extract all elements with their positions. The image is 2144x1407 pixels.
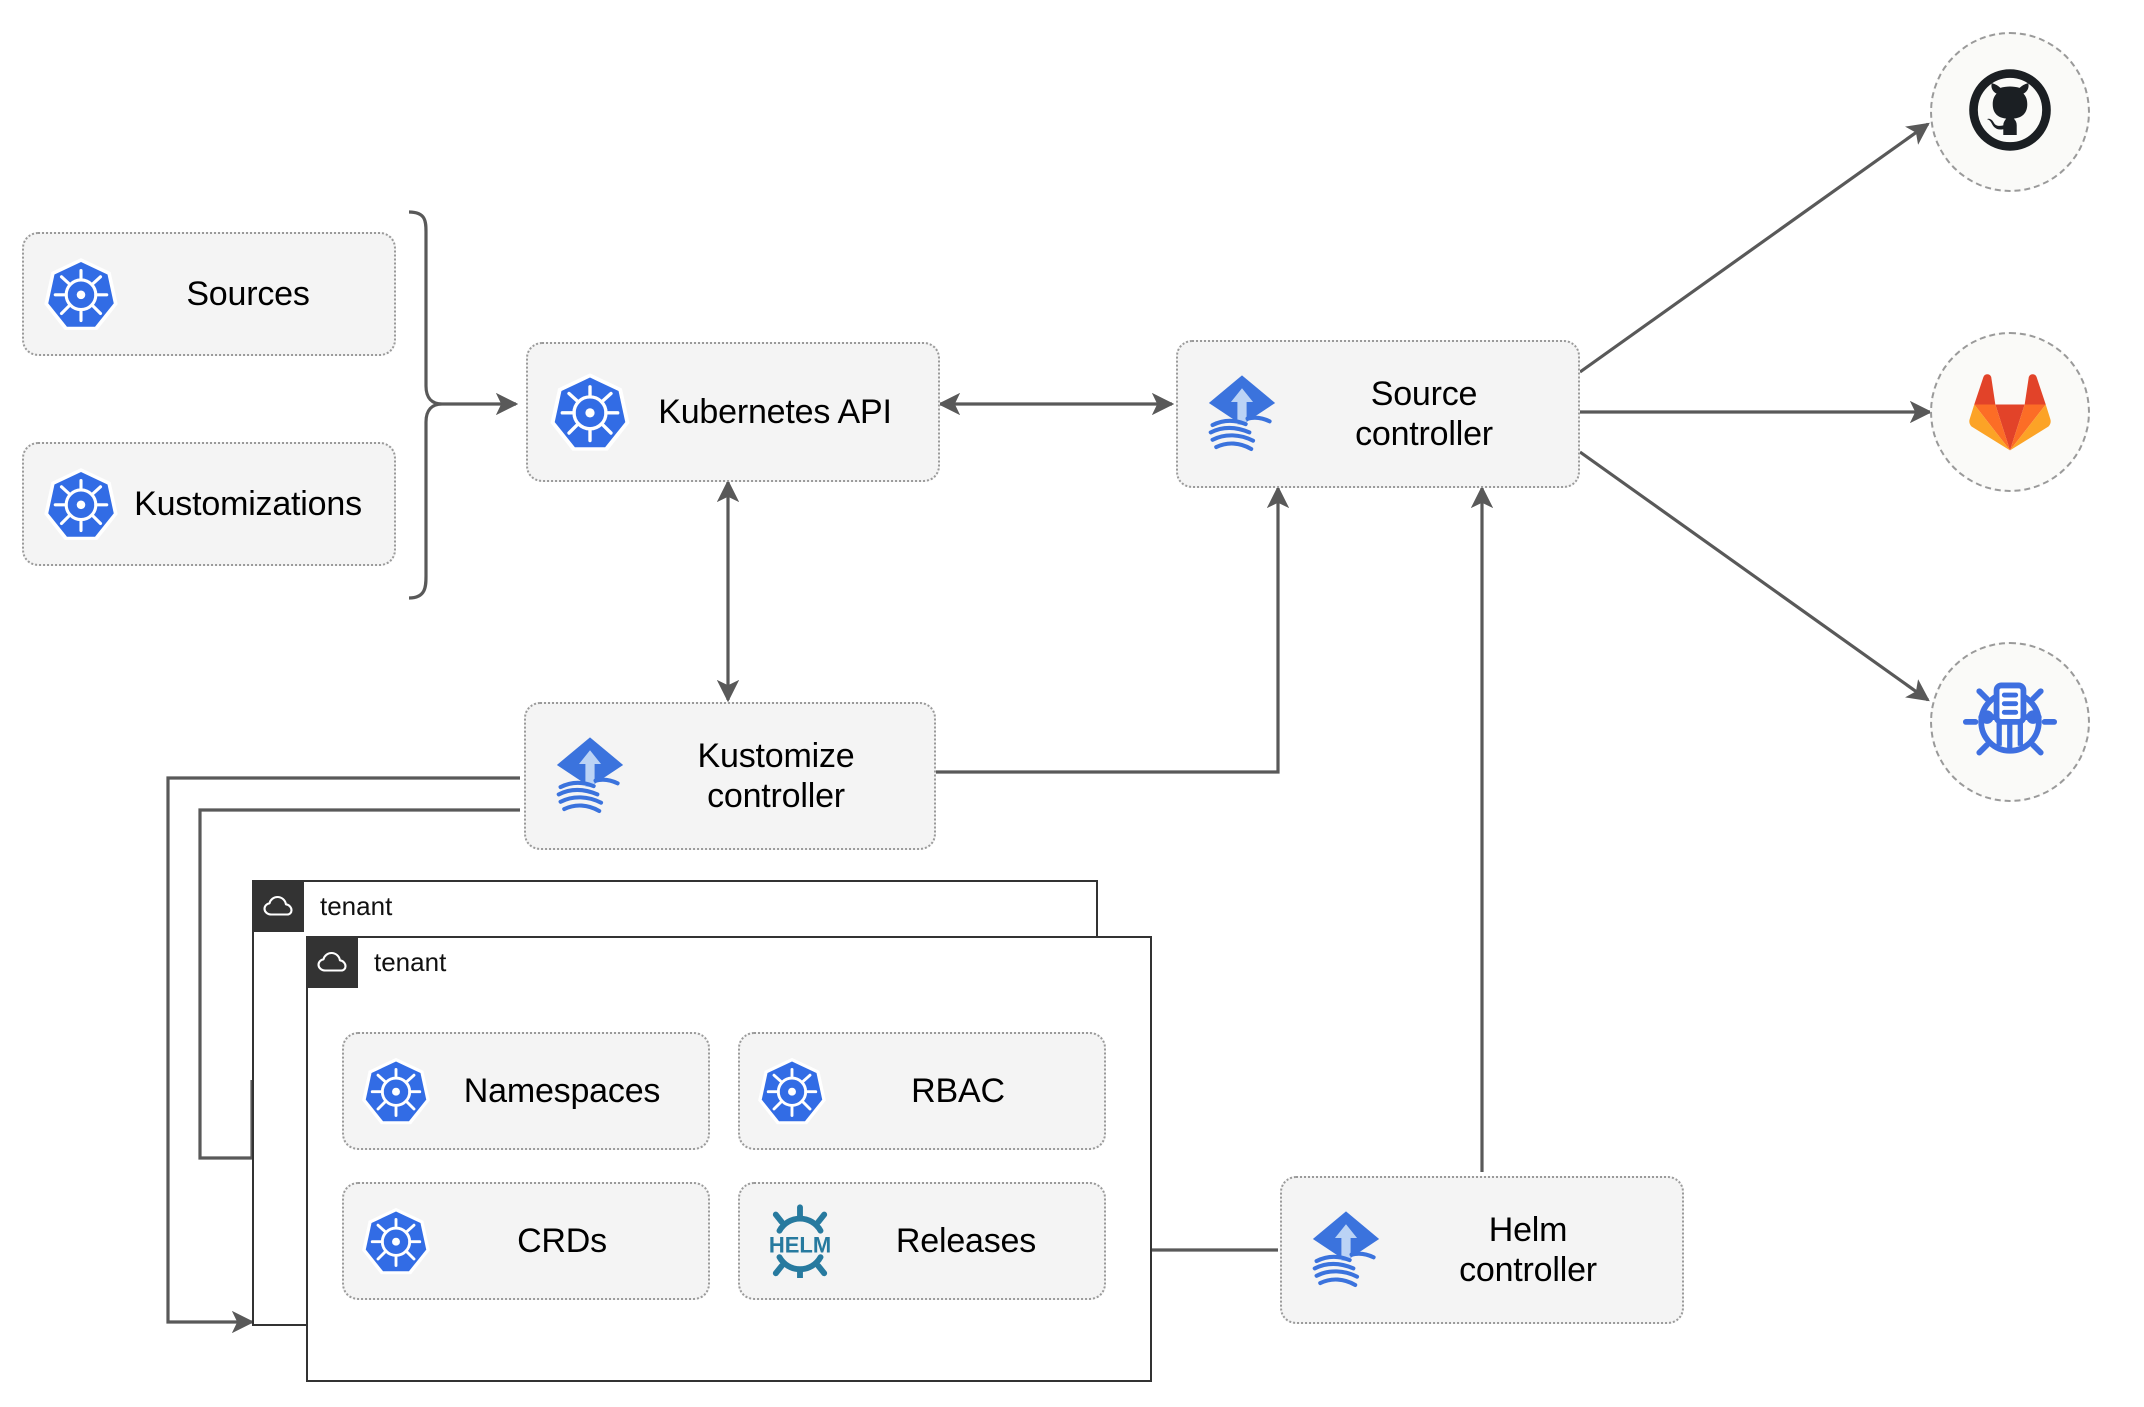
- gitlab-icon: [1964, 366, 2056, 459]
- kubernetes-icon: [360, 1205, 432, 1277]
- node-sources[interactable]: Sources: [22, 232, 396, 356]
- provider-gitlab[interactable]: [1930, 332, 2090, 492]
- helm-chart-repository-icon: [1962, 672, 2058, 773]
- node-releases-label: Releases: [895, 1221, 1037, 1260]
- edge-kustomize-controller-to-source-controller: [936, 485, 1290, 774]
- node-rbac-label: RBAC: [911, 1071, 1005, 1110]
- node-namespaces[interactable]: Namespaces: [342, 1032, 710, 1150]
- flux-icon: [1300, 1204, 1392, 1296]
- node-kustomizations-label: Kustomizations: [134, 484, 362, 523]
- helm-icon: HELM: [756, 1204, 844, 1278]
- node-helm-controller-label: Helm controller: [1459, 1210, 1597, 1289]
- github-icon: [1962, 62, 2058, 163]
- edge-source-controller-to-github: [1579, 122, 1930, 374]
- tenant-container-inner: tenant: [306, 936, 1152, 1382]
- node-releases[interactable]: HELM Releases: [738, 1182, 1106, 1300]
- node-helm-controller[interactable]: Helm controller: [1280, 1176, 1684, 1324]
- provider-helm-repository[interactable]: [1930, 642, 2090, 802]
- node-namespaces-label: Namespaces: [463, 1071, 661, 1110]
- tenant-header-inner: tenant: [306, 936, 446, 988]
- node-kubernetes-api-label: Kubernetes API: [658, 392, 892, 431]
- node-source-controller-label: Source controller: [1355, 374, 1493, 453]
- flux-icon: [1196, 368, 1288, 460]
- svg-text:HELM: HELM: [769, 1233, 831, 1258]
- node-kustomizations[interactable]: Kustomizations: [22, 442, 396, 566]
- edge-source-controller-to-helm-repository: [1579, 450, 1930, 702]
- kubernetes-icon: [42, 255, 120, 333]
- provider-github[interactable]: [1930, 32, 2090, 192]
- node-rbac[interactable]: RBAC: [738, 1032, 1106, 1150]
- node-kubernetes-api[interactable]: Kubernetes API: [526, 342, 940, 482]
- node-kustomize-controller[interactable]: Kustomize controller: [524, 702, 936, 850]
- cloud-icon: [306, 936, 358, 988]
- kubernetes-icon: [548, 370, 632, 454]
- tenant-title-outer: tenant: [320, 890, 393, 921]
- node-kustomize-controller-label: Kustomize controller: [697, 736, 855, 815]
- cloud-icon: [252, 880, 304, 932]
- tenant-title-inner: tenant: [374, 946, 447, 977]
- kubernetes-icon: [42, 465, 120, 543]
- kubernetes-icon: [360, 1055, 432, 1127]
- node-source-controller[interactable]: Source controller: [1176, 340, 1580, 488]
- kubernetes-icon: [756, 1055, 828, 1127]
- edge-group-brace: [408, 210, 443, 600]
- node-sources-label: Sources: [186, 274, 310, 313]
- tenant-header-outer: tenant: [252, 880, 392, 932]
- node-crds-label: CRDs: [517, 1221, 607, 1260]
- flux-icon: [544, 730, 636, 822]
- node-crds[interactable]: CRDs: [342, 1182, 710, 1300]
